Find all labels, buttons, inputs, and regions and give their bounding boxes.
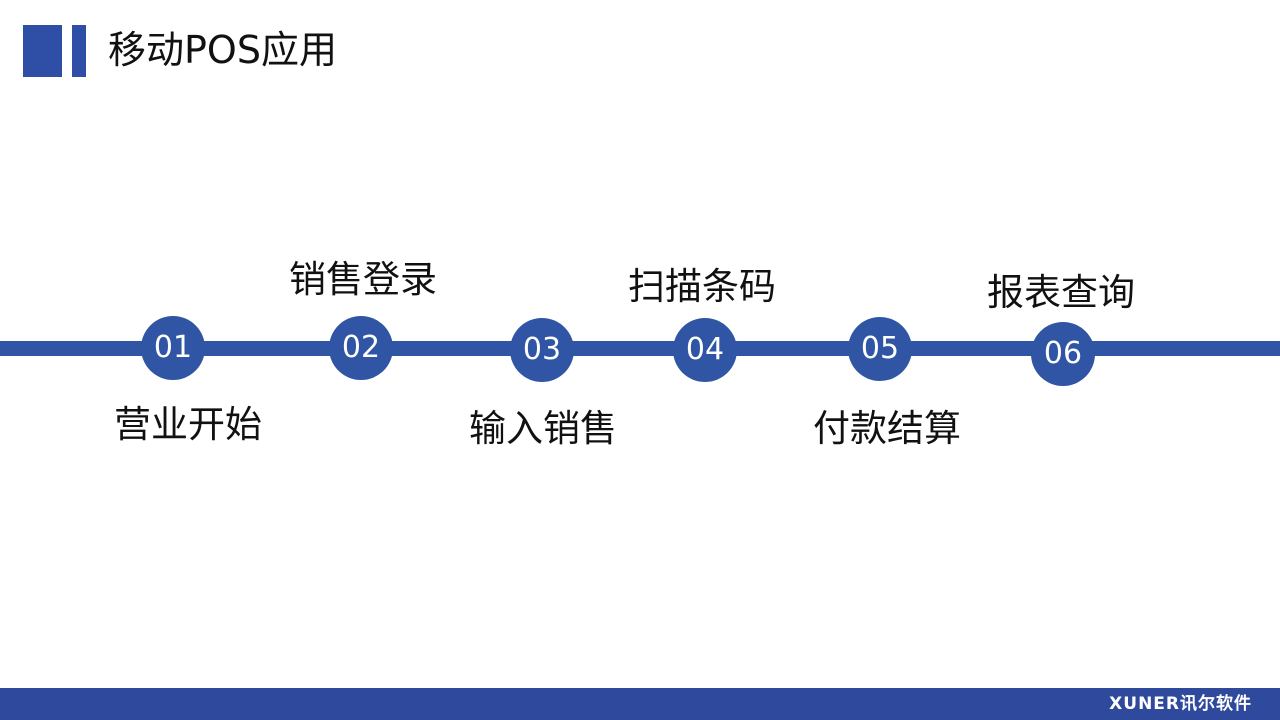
title-accent-block <box>23 25 62 77</box>
step-label-04: 扫描条码 <box>628 265 776 308</box>
title-accent-bar <box>72 25 86 77</box>
footer-bar: XUNER讯尔软件 <box>0 688 1280 720</box>
step-label-02: 销售登录 <box>289 258 437 301</box>
step-node-04: 04 <box>673 318 737 382</box>
step-node-01: 01 <box>141 316 205 380</box>
brand-logo-text: XUNER讯尔软件 <box>1109 694 1252 714</box>
step-node-03: 03 <box>510 318 574 382</box>
step-node-05: 05 <box>848 317 912 381</box>
page-title: 移动POS应用 <box>108 28 337 72</box>
step-node-02: 02 <box>329 316 393 380</box>
step-label-05: 付款结算 <box>813 407 961 450</box>
timeline-line <box>0 341 1280 356</box>
step-label-03: 输入销售 <box>469 407 617 450</box>
step-label-06: 报表查询 <box>987 271 1135 314</box>
step-node-06: 06 <box>1031 322 1095 386</box>
step-label-01: 营业开始 <box>114 403 262 446</box>
